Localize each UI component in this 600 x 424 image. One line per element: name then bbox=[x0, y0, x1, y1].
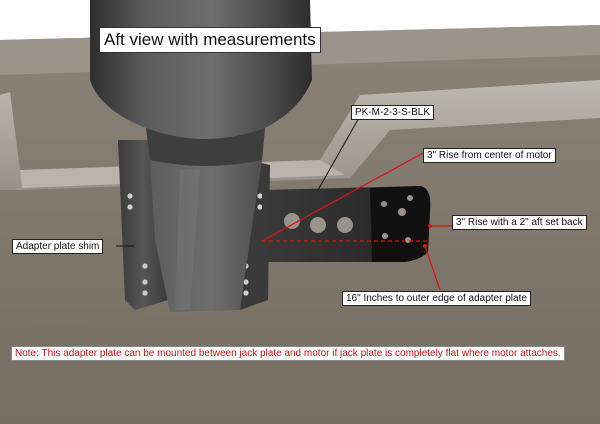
shim-bolt bbox=[243, 290, 249, 296]
shim-bolt bbox=[142, 263, 148, 269]
adapter-plate-holes bbox=[284, 195, 413, 243]
shim-bolt bbox=[127, 193, 133, 199]
motor-collar bbox=[146, 128, 265, 166]
black-leaders bbox=[116, 115, 361, 247]
outer-edge-leader bbox=[424, 245, 441, 291]
adapter-plate-extension bbox=[370, 186, 431, 262]
deck-rim bbox=[0, 80, 600, 190]
shim-bolt bbox=[243, 279, 249, 285]
rise-center-leader bbox=[261, 151, 426, 242]
shim-bolt bbox=[257, 204, 263, 210]
page-title: Aft view with measurements bbox=[99, 27, 321, 53]
outer-edge-label: 16" Inches to outer edge of adapter plat… bbox=[342, 291, 531, 306]
plate-hole bbox=[310, 217, 326, 233]
shim-bolt bbox=[257, 193, 263, 199]
plate-hole bbox=[382, 233, 388, 239]
plate-hole bbox=[405, 237, 411, 243]
shim-bolt bbox=[142, 290, 148, 296]
plate-hole bbox=[398, 208, 406, 216]
motor-highlight bbox=[175, 168, 200, 310]
hull-lower-curve bbox=[0, 307, 600, 424]
shim-bolt bbox=[142, 279, 148, 285]
measurement-guides bbox=[261, 151, 452, 291]
rise-center-label: 3" Rise from center of motor bbox=[423, 148, 556, 163]
plate-hole bbox=[407, 195, 413, 201]
guide-dot bbox=[423, 244, 427, 248]
plate-hole bbox=[381, 201, 387, 207]
rise-aft-label: 3" Rise with a 2" aft set back bbox=[452, 215, 587, 230]
mounting-note: Note: This adapter plate can be mounted … bbox=[11, 346, 565, 361]
plate-hole bbox=[337, 217, 353, 233]
shim-bolt bbox=[127, 204, 133, 210]
guide-dot bbox=[428, 224, 432, 228]
shim-label: Adapter plate shim bbox=[12, 239, 104, 254]
plate-hole bbox=[284, 213, 300, 229]
part-number-leader bbox=[317, 115, 361, 191]
part-number-label: PK-M-2-3-S-BLK bbox=[351, 105, 435, 120]
